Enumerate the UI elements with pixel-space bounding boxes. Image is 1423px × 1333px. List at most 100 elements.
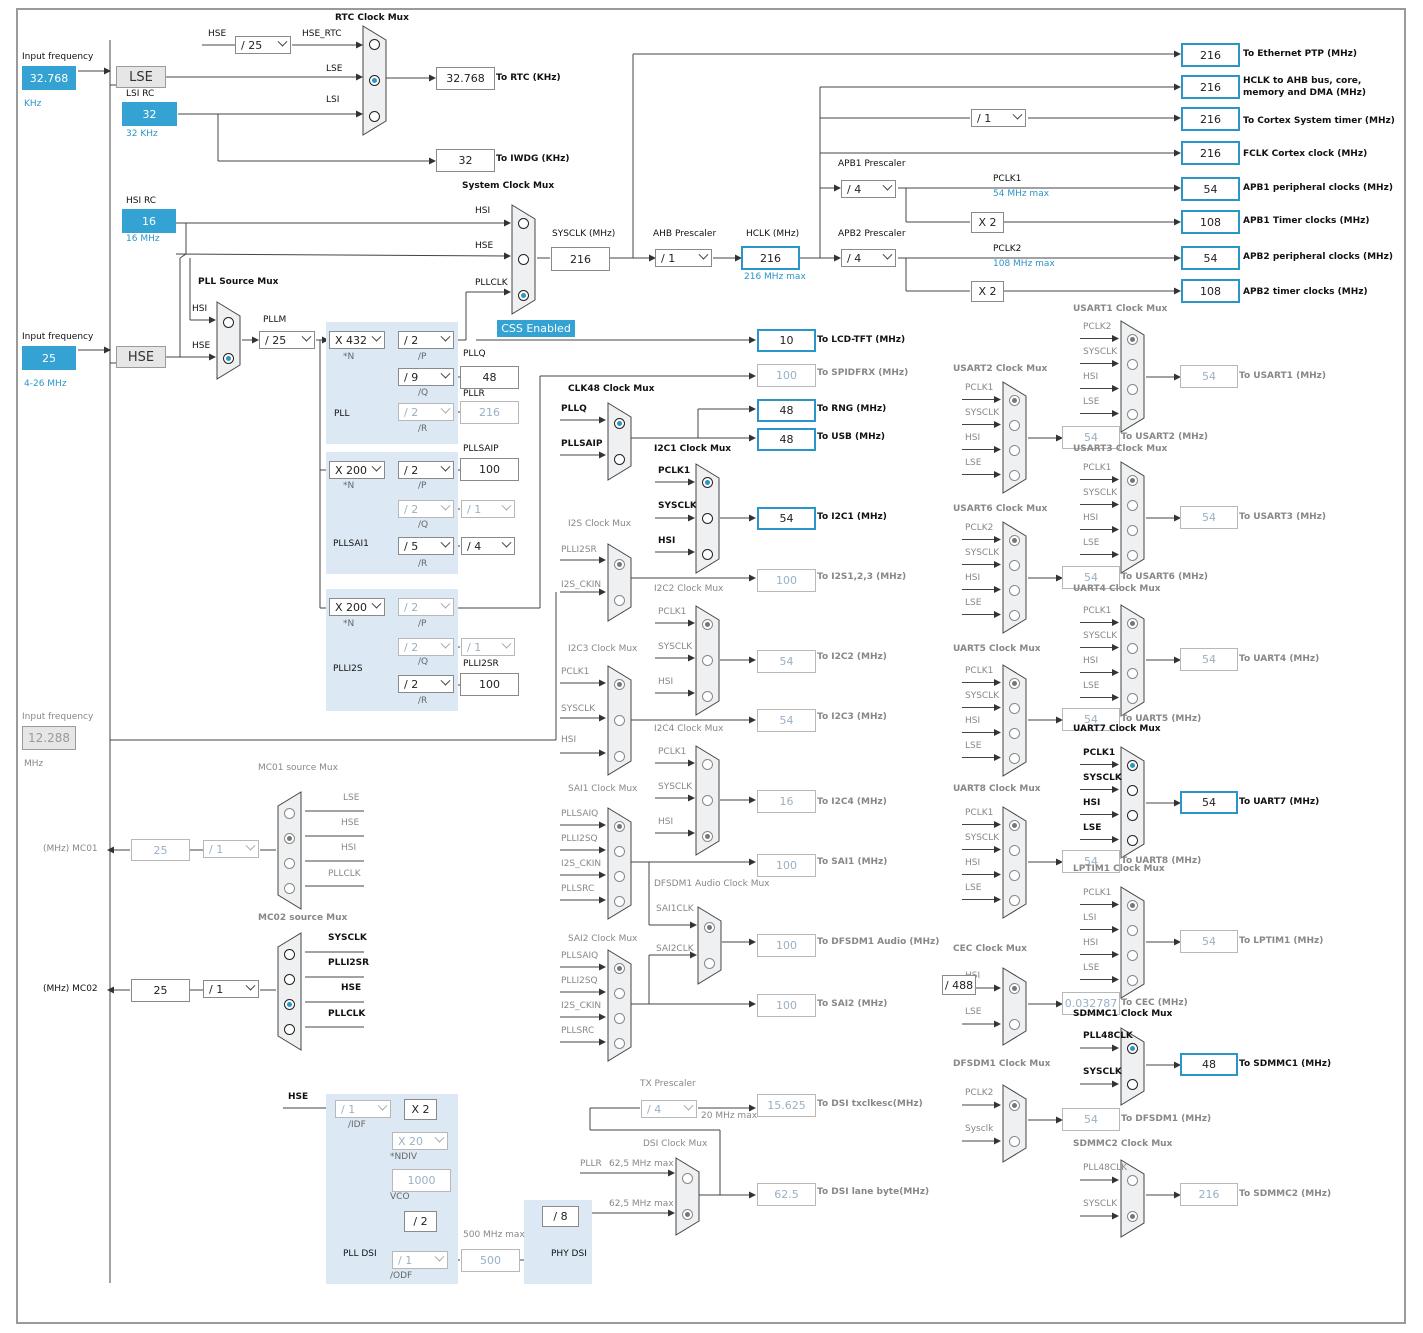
- rtc-output[interactable]: 32.768: [436, 67, 495, 90]
- ethernet-ptp-output[interactable]: 216: [1181, 43, 1240, 67]
- mux-radio-1[interactable]: [702, 513, 713, 524]
- mux-radio-0[interactable]: [1127, 1043, 1138, 1054]
- peripheral-clock-mux-7[interactable]: [1002, 806, 1028, 920]
- peripheral-output-12[interactable]: 216: [1180, 1183, 1238, 1206]
- mux-radio-0[interactable]: [704, 922, 715, 933]
- mux-radio-1[interactable]: [614, 987, 625, 999]
- mux-radio-2[interactable]: [1009, 584, 1020, 596]
- spdif-output[interactable]: 100: [757, 364, 816, 387]
- mux-radio-1[interactable]: [284, 973, 295, 985]
- rng-output[interactable]: 48: [757, 399, 816, 422]
- lcd-tft-output[interactable]: 10: [757, 329, 816, 352]
- mux-radio-0[interactable]: [223, 317, 234, 328]
- i2s-output[interactable]: 100: [757, 569, 816, 592]
- ahb-prescaler[interactable]: / 1: [655, 249, 712, 267]
- mux-radio-0[interactable]: [1127, 759, 1138, 771]
- mux-radio-3[interactable]: [614, 895, 625, 907]
- tx-prescaler[interactable]: / 4: [641, 1100, 697, 1118]
- mux-radio-2[interactable]: [1009, 727, 1020, 739]
- mux-radio-2[interactable]: [1127, 949, 1138, 961]
- apb1-prescaler[interactable]: / 4: [841, 180, 896, 198]
- mux-radio-1[interactable]: [704, 958, 715, 969]
- pllq-value[interactable]: 48: [460, 366, 519, 389]
- mux-radio-2[interactable]: [1127, 667, 1138, 679]
- mux-radio-1[interactable]: [1009, 559, 1020, 571]
- sai1-clock-mux[interactable]: [607, 807, 633, 921]
- apb2-prescaler[interactable]: / 4: [841, 249, 896, 267]
- mux-radio-1[interactable]: [614, 715, 625, 726]
- mux-radio-0[interactable]: [614, 559, 625, 570]
- dsi-lane-output[interactable]: 62.5: [757, 1183, 816, 1206]
- i2c3-output[interactable]: 54: [757, 709, 816, 732]
- peripheral-output-2[interactable]: 54: [1180, 506, 1238, 529]
- i2s-clock-mux[interactable]: [607, 543, 633, 623]
- apb2-peripheral-output[interactable]: 54: [1181, 246, 1240, 270]
- peripheral-output-9[interactable]: 0.032787: [1062, 992, 1120, 1015]
- mux-radio-2[interactable]: [1127, 524, 1138, 536]
- i2c4-clock-mux[interactable]: [695, 745, 721, 857]
- plli2s-r-divider[interactable]: / 2: [398, 675, 454, 693]
- mux-radio-0[interactable]: [284, 807, 295, 819]
- mux-radio-1[interactable]: [1127, 642, 1138, 654]
- mux-radio-2[interactable]: [284, 998, 295, 1010]
- plli2s-q-divider[interactable]: / 2: [398, 638, 454, 656]
- mux-radio-1[interactable]: [1127, 784, 1138, 796]
- apb2-timer-output[interactable]: 108: [1181, 279, 1240, 303]
- peripheral-clock-mux-9[interactable]: [1002, 967, 1028, 1047]
- mux-radio-1[interactable]: [614, 454, 625, 465]
- mux-radio-0[interactable]: [518, 218, 529, 229]
- sysclk-value[interactable]: 216: [551, 247, 610, 271]
- mco2-output[interactable]: 25: [131, 979, 190, 1002]
- mux-radio-3[interactable]: [1127, 549, 1138, 561]
- mux-radio-2[interactable]: [1127, 809, 1138, 821]
- cortex-timer-divider[interactable]: / 1: [971, 109, 1026, 127]
- mux-radio-0[interactable]: [1009, 534, 1020, 546]
- mco1-divider[interactable]: / 1: [203, 840, 259, 858]
- pll-n-multiplier[interactable]: X 432: [329, 331, 385, 349]
- mux-radio-0[interactable]: [702, 619, 713, 630]
- mco1-source-mux[interactable]: [277, 791, 303, 911]
- mux-radio-1[interactable]: [1127, 1079, 1138, 1090]
- mux-radio-0[interactable]: [1009, 1100, 1020, 1111]
- mux-radio-0[interactable]: [682, 1173, 693, 1184]
- mux-radio-0[interactable]: [284, 948, 295, 960]
- pllsai-r2-divider[interactable]: / 4: [461, 537, 515, 555]
- mux-radio-0[interactable]: [702, 477, 713, 488]
- peripheral-clock-mux-8[interactable]: [1120, 886, 1146, 1000]
- pll-r-divider[interactable]: / 2: [398, 403, 454, 421]
- mux-radio-1[interactable]: [1127, 499, 1138, 511]
- apb1-timer-output[interactable]: 108: [1181, 210, 1240, 234]
- peripheral-clock-mux-4[interactable]: [1120, 604, 1146, 718]
- mux-radio-1[interactable]: [1009, 702, 1020, 714]
- mux-radio-0[interactable]: [1009, 983, 1020, 994]
- pllm-divider[interactable]: / 25: [259, 331, 315, 349]
- plli2sr-value[interactable]: 100: [460, 673, 519, 696]
- mux-radio-2[interactable]: [702, 831, 713, 842]
- mux-radio-1[interactable]: [1009, 844, 1020, 856]
- peripheral-clock-mux-11[interactable]: [1002, 1084, 1028, 1164]
- clk48-clock-mux[interactable]: [607, 402, 633, 482]
- sai2-output[interactable]: 100: [757, 994, 816, 1017]
- pll-p-divider[interactable]: / 2: [398, 331, 454, 349]
- pll-source-mux[interactable]: [216, 301, 242, 381]
- mux-radio-0[interactable]: [1127, 474, 1138, 486]
- peripheral-output-6[interactable]: 54: [1180, 791, 1238, 814]
- mux-radio-2[interactable]: [369, 111, 380, 122]
- hse-oscillator[interactable]: HSE: [116, 346, 166, 368]
- peripheral-clock-mux-1[interactable]: [1002, 381, 1028, 495]
- mco1-output[interactable]: 25: [131, 839, 190, 861]
- peripheral-output-4[interactable]: 54: [1180, 648, 1238, 671]
- dsi-txclkesc-output[interactable]: 15.625: [757, 1094, 816, 1117]
- hclk-ahb-output[interactable]: 216: [1181, 75, 1240, 99]
- mux-radio-3[interactable]: [614, 1037, 625, 1049]
- plldsi-idf-divider[interactable]: / 1: [335, 1100, 391, 1118]
- mux-radio-1[interactable]: [1009, 419, 1020, 431]
- mux-radio-1[interactable]: [1127, 358, 1138, 370]
- peripheral-output-1[interactable]: 54: [1062, 426, 1120, 449]
- mux-radio-0[interactable]: [1127, 1175, 1138, 1186]
- pll-q-divider[interactable]: / 9: [398, 368, 454, 386]
- peripheral-output-7[interactable]: 54: [1062, 850, 1120, 873]
- mux-radio-0[interactable]: [1127, 899, 1138, 911]
- i2c1-clock-mux[interactable]: [695, 463, 721, 575]
- mux-radio-1[interactable]: [702, 795, 713, 806]
